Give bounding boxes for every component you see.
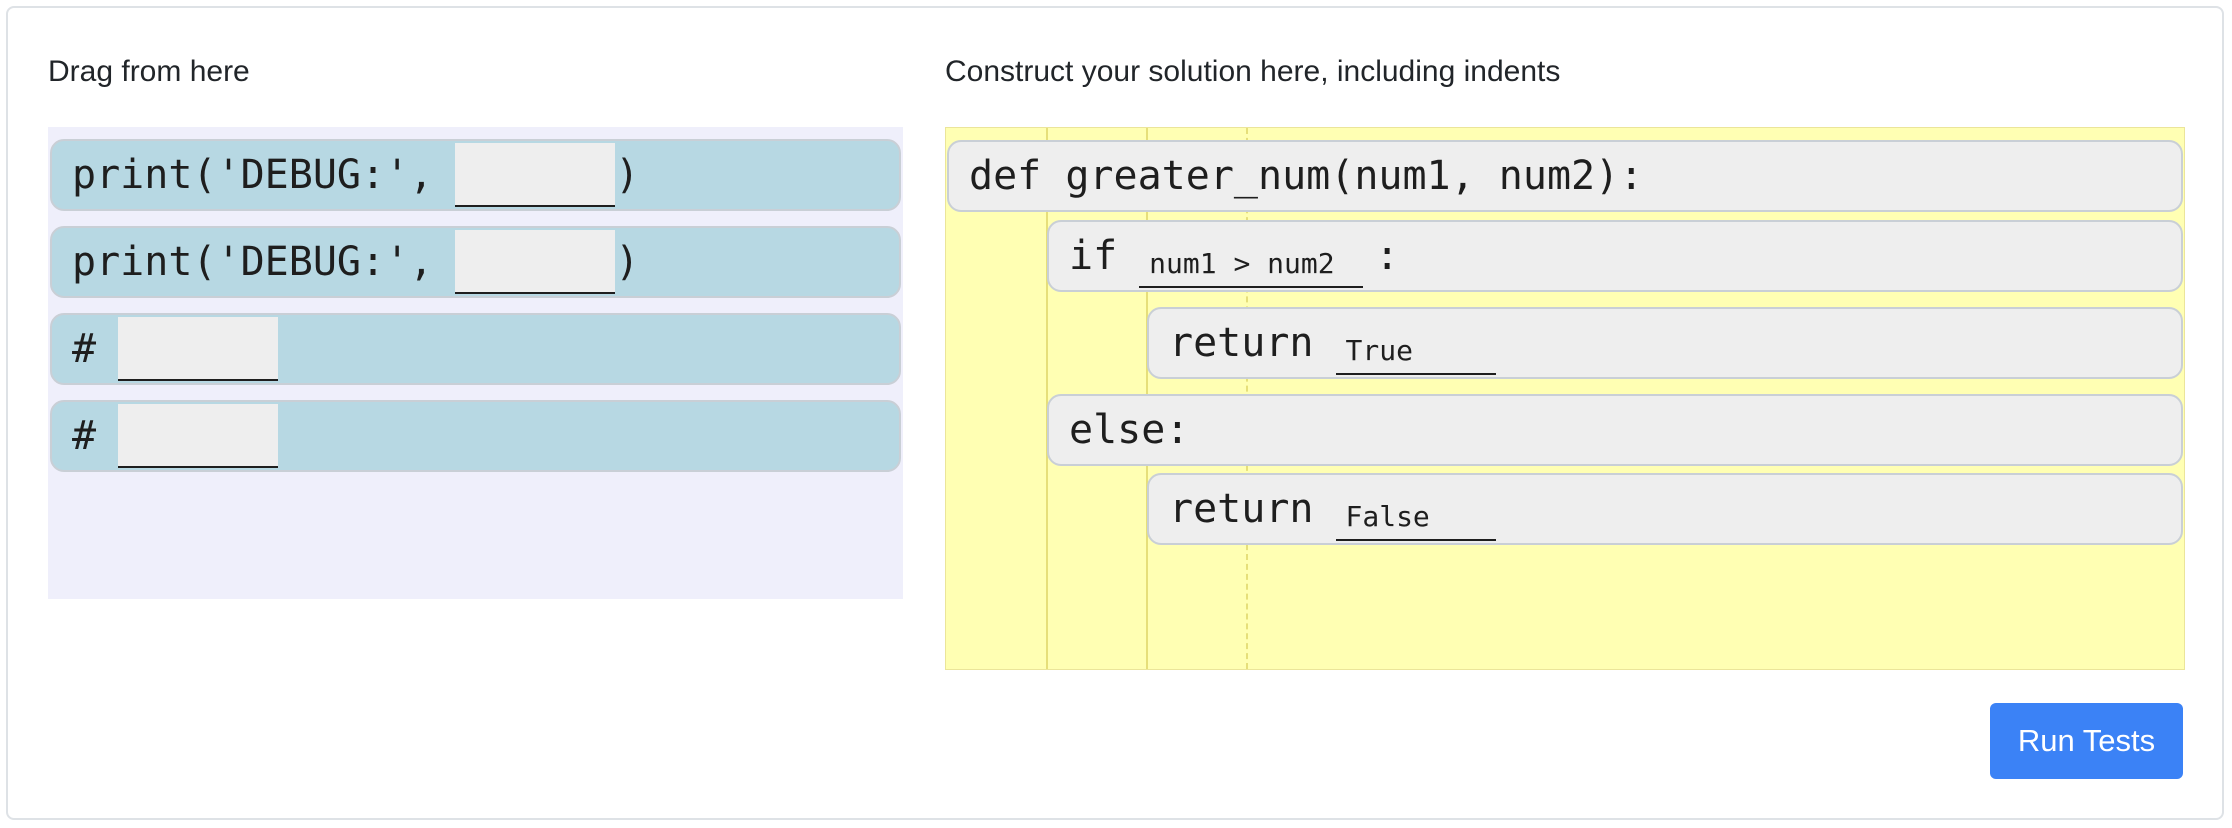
block-code: : bbox=[1375, 233, 1400, 279]
source-block-print-debug[interactable]: print('DEBUG:', ) bbox=[50, 139, 901, 211]
block-code: ) bbox=[615, 152, 640, 198]
block-code: print('DEBUG:', bbox=[72, 239, 434, 285]
solution-block-return[interactable]: return False bbox=[1147, 473, 2183, 545]
indent-guide bbox=[1046, 128, 1048, 669]
block-code: else: bbox=[1069, 407, 1190, 453]
block-code: print('DEBUG:', bbox=[72, 152, 434, 198]
blank-input[interactable] bbox=[118, 404, 279, 468]
block-code: return bbox=[1169, 320, 1314, 366]
block-code: return bbox=[1169, 486, 1314, 532]
block-code: def greater_num(num1, num2): bbox=[969, 153, 1644, 199]
blank-input[interactable]: False bbox=[1335, 477, 1496, 541]
blank-input[interactable] bbox=[455, 143, 616, 207]
block-code: if bbox=[1069, 233, 1118, 279]
source-block-comment[interactable]: # bbox=[50, 313, 901, 385]
solution-heading: Construct your solution here, including … bbox=[945, 55, 1561, 88]
blank-input[interactable] bbox=[118, 317, 279, 381]
blank-input[interactable] bbox=[455, 230, 616, 294]
block-code: ) bbox=[615, 239, 640, 285]
block-code: # bbox=[72, 413, 97, 459]
solution-block-else[interactable]: else: bbox=[1047, 394, 2183, 466]
solution-block-return[interactable]: return True bbox=[1147, 307, 2183, 379]
source-heading: Drag from here bbox=[48, 55, 250, 88]
run-tests-button[interactable]: Run Tests bbox=[1990, 703, 2183, 779]
solution-block-def[interactable]: def greater_num(num1, num2): bbox=[947, 140, 2183, 212]
blank-input[interactable]: num1 > num2 bbox=[1139, 224, 1364, 288]
solution-area[interactable]: def greater_num(num1, num2): if num1 > n… bbox=[945, 127, 2185, 670]
source-block-print-debug[interactable]: print('DEBUG:', ) bbox=[50, 226, 901, 298]
solution-block-if[interactable]: if num1 > num2 : bbox=[1047, 220, 2183, 292]
source-area[interactable]: print('DEBUG:', ) print('DEBUG:', ) # # bbox=[48, 127, 903, 599]
source-block-comment[interactable]: # bbox=[50, 400, 901, 472]
block-code: # bbox=[72, 326, 97, 372]
blank-input[interactable]: True bbox=[1335, 311, 1496, 375]
